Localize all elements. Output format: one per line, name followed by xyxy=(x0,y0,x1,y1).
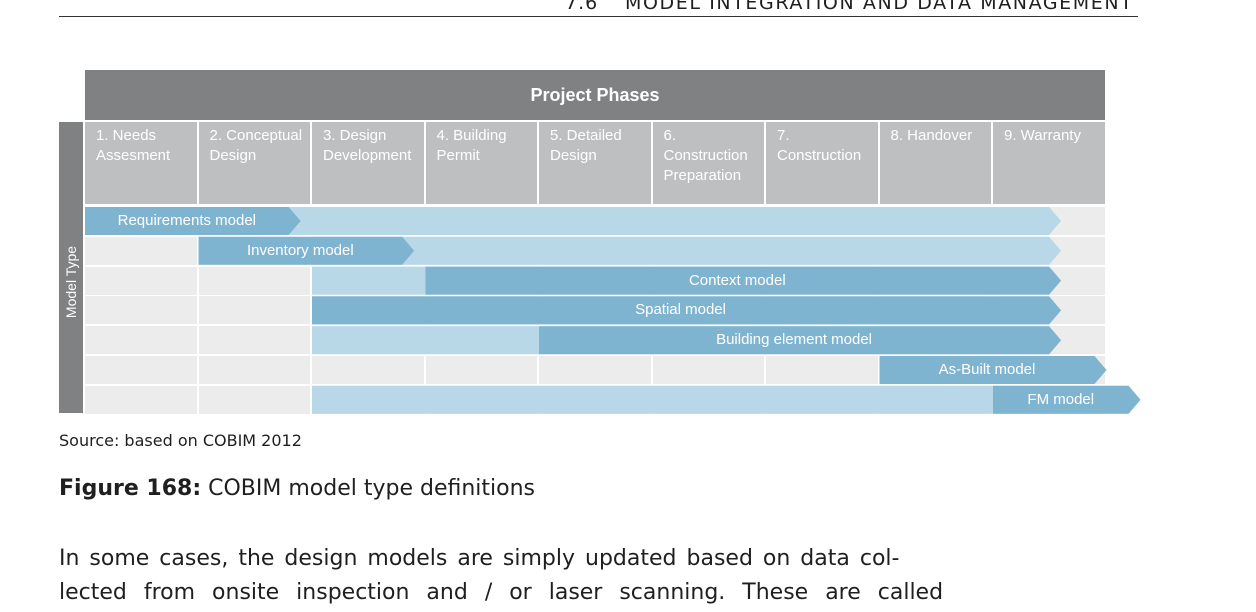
model-span-light xyxy=(312,385,1141,414)
model-span-dark xyxy=(425,266,1062,295)
phase-label: 7. Construction xyxy=(777,127,862,164)
model-span-light xyxy=(198,207,1062,235)
grid-cell xyxy=(539,356,651,384)
grid-cell xyxy=(198,326,310,355)
figure-caption-label: Figure 168: xyxy=(59,476,202,501)
grid-cell xyxy=(85,356,197,384)
phase-label: 2. Conceptual Design xyxy=(209,127,303,164)
body-text-line: lected from onsite inspection and / or l… xyxy=(59,580,944,605)
grid-cell xyxy=(652,356,764,384)
phase-cell: 5. Detailed Design xyxy=(539,122,651,204)
grid-cell xyxy=(425,356,537,384)
phase-cell: 8. Handover xyxy=(879,122,991,204)
grid-cell xyxy=(766,356,878,384)
model-span-light xyxy=(312,236,1062,265)
cobim-model-type-figure: Project Phases Model Type 1. Needs Asses… xyxy=(59,70,1141,414)
grid-cell xyxy=(85,236,197,265)
phase-label: 8. Handover xyxy=(890,127,973,144)
phase-cell: 9. Warranty xyxy=(993,122,1105,204)
body-text-line: In some cases, the design models are sim… xyxy=(59,546,900,571)
grid-cell xyxy=(85,296,197,325)
section-title: MODEL INTEGRATION AND DATA MANAGEMENT xyxy=(625,0,1134,14)
grid-cell xyxy=(198,266,310,295)
model-span-dark xyxy=(879,356,1107,384)
phase-cell: 6. Construction Preparation xyxy=(652,122,764,204)
model-span-dark xyxy=(312,296,1062,325)
model-span-dark xyxy=(993,385,1141,414)
phase-cell: 3. Design Development xyxy=(312,122,424,204)
phase-cell: 1. Needs Assesment xyxy=(85,122,197,204)
model-label: Building element model xyxy=(716,331,873,349)
section-number: 7.6 xyxy=(565,0,599,14)
model-type-side-band: Model Type xyxy=(59,122,83,413)
model-label: Requirements model xyxy=(117,212,257,229)
phase-cell: 7. Construction xyxy=(766,122,878,204)
grid-cell xyxy=(198,296,310,325)
phase-label: 3. Design Development xyxy=(323,127,412,164)
model-label: As-Built model xyxy=(938,361,1036,378)
grid-cell xyxy=(198,385,310,414)
figure-caption-text: COBIM model type definitions xyxy=(201,476,536,501)
phase-label: 9. Warranty xyxy=(1004,127,1081,144)
source-caption: Source: based on COBIM 2012 xyxy=(59,431,302,450)
project-phases-header: Project Phases xyxy=(85,70,1105,120)
model-label: Spatial model xyxy=(635,301,726,319)
phase-cell: 4. Building Permit xyxy=(425,122,537,204)
model-label: Context model xyxy=(688,271,786,289)
grid-cell xyxy=(85,385,197,414)
grid-cell xyxy=(312,356,424,384)
model-label: Inventory model xyxy=(246,241,354,259)
model-span-dark xyxy=(198,236,415,265)
model-label: FM model xyxy=(1027,390,1095,408)
running-header: 7.6 MODEL INTEGRATION AND DATA MANAGEMEN… xyxy=(59,0,1138,17)
model-bars xyxy=(85,207,1141,414)
grid-cell xyxy=(198,356,310,384)
model-span-dark xyxy=(85,207,301,235)
model-span-dark xyxy=(539,326,1062,355)
phase-label: 1. Needs Assesment xyxy=(96,127,171,164)
phase-label: 6. Construction Preparation xyxy=(663,127,748,184)
phase-label: 4. Building Permit xyxy=(436,127,507,164)
phase-label: 5. Detailed Design xyxy=(550,127,622,164)
figure-caption: Figure 168: COBIM model type definitions xyxy=(59,476,535,501)
grid-cell xyxy=(85,266,197,295)
phase-cell: 2. Conceptual Design xyxy=(198,122,310,204)
grid-cell xyxy=(85,326,197,355)
